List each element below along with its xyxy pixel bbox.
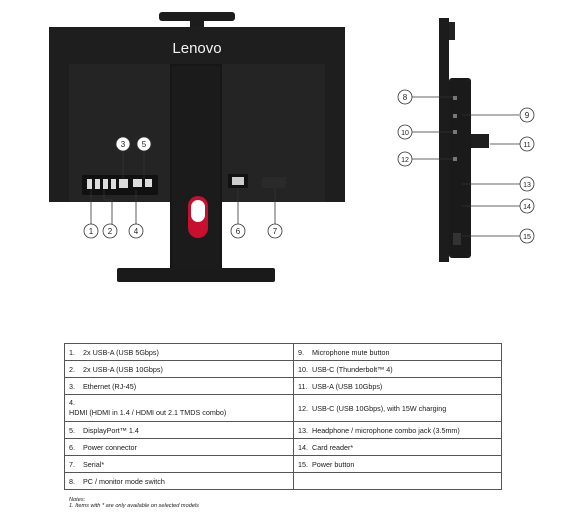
- side-callouts: [397, 89, 535, 244]
- table-cell: 13. Headphone / microphone combo jack (3…: [293, 421, 502, 439]
- webcam-bar: [159, 12, 235, 21]
- callout-3: 3: [121, 140, 126, 149]
- lenovo-logo: Lenovo: [172, 40, 221, 57]
- table-cell: 3. Ethernet (RJ-45): [64, 377, 294, 395]
- callout-4: 4: [134, 227, 139, 236]
- callout-11: 11: [523, 142, 530, 149]
- table-cell: 9. Microphone mute button: [293, 343, 502, 361]
- callout-7: 7: [273, 227, 278, 236]
- callout-5: 5: [142, 140, 147, 149]
- product-figure: Lenovo: [49, 12, 535, 282]
- table-row: 7. Serial* 15. Power button: [64, 455, 502, 473]
- table-cell: [293, 472, 502, 490]
- table-cell: 4.HDMI (HDMI in 1.4 / HDMI out 2.1 TMDS …: [64, 394, 294, 422]
- callout-12: 12: [401, 157, 409, 164]
- table-cell: 15. Power button: [293, 455, 502, 473]
- callout-13: 13: [523, 182, 531, 189]
- callout-14: 14: [523, 204, 531, 211]
- callout-9: 9: [525, 111, 530, 120]
- table-cell: 2. 2x USB-A (USB 10Gbps): [64, 360, 294, 378]
- notes-item: 1. Items with * are only available on se…: [69, 503, 199, 509]
- table-cell: 10. USB-C (Thunderbolt™ 4): [293, 360, 502, 378]
- table-cell: 14. Card reader*: [293, 438, 502, 456]
- table-row: 4.HDMI (HDMI in 1.4 / HDMI out 2.1 TMDS …: [64, 394, 502, 422]
- table-row: 2. 2x USB-A (USB 10Gbps) 10. USB-C (Thun…: [64, 360, 502, 378]
- callout-8: 8: [403, 93, 408, 102]
- table-row: 6. Power connector 14. Card reader*: [64, 438, 502, 456]
- table-cell: 6. Power connector: [64, 438, 294, 456]
- notes-title: Notes:: [69, 497, 86, 503]
- port-legend-table: 1. 2x USB-A (USB 5Gbps) 9. Microphone mu…: [64, 343, 502, 490]
- callout-10: 10: [401, 130, 409, 137]
- table-cell: 7. Serial*: [64, 455, 294, 473]
- table-row: 8. PC / monitor mode switch: [64, 472, 502, 490]
- callout-2: 2: [108, 227, 113, 236]
- table-row: 3. Ethernet (RJ-45) 11. USB-A (USB 10Gbp…: [64, 377, 502, 395]
- callout-1: 1: [89, 227, 94, 236]
- notes: Notes: 1. Items with * are only availabl…: [69, 497, 199, 509]
- monitor-rear-view: Lenovo: [49, 27, 345, 282]
- table-cell: 11. USB-A (USB 10Gbps): [293, 377, 502, 395]
- table-cell: 8. PC / monitor mode switch: [64, 472, 294, 490]
- table-cell: 12. USB-C (USB 10Gbps), with 15W chargin…: [293, 394, 502, 422]
- table-cell: 5. DisplayPort™ 1.4: [64, 421, 294, 439]
- table-row: 5. DisplayPort™ 1.4 13. Headphone / micr…: [64, 421, 502, 439]
- callout-15: 15: [523, 234, 531, 241]
- table-row: 1. 2x USB-A (USB 5Gbps) 9. Microphone mu…: [64, 343, 502, 361]
- table-cell: 1. 2x USB-A (USB 5Gbps): [64, 343, 294, 361]
- rear-callouts: [83, 136, 283, 239]
- callout-6: 6: [236, 227, 241, 236]
- monitor-side-view: [439, 18, 489, 262]
